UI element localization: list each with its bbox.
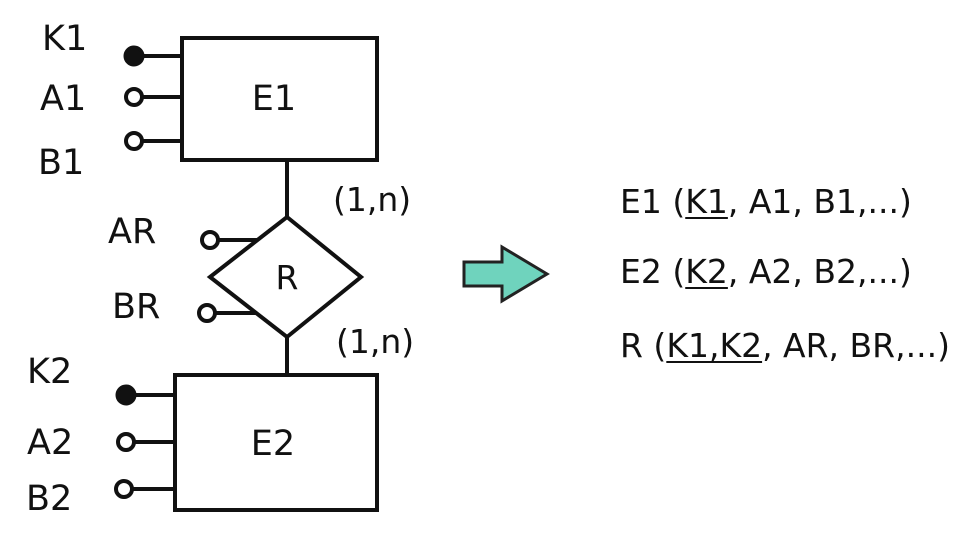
relation-e2-key: K2 — [685, 252, 728, 291]
attribute-b2-marker — [114, 479, 134, 499]
cardinality-e2: (1,n) — [336, 322, 414, 361]
relation-e2-rest: , A2, B2,...) — [727, 252, 912, 291]
entity-e2-label: E2 — [251, 424, 295, 464]
relationship-r-label: R — [276, 258, 299, 297]
relation-e2: E2 (K2, A2, B2,...) — [620, 255, 912, 288]
entity-e1-label: E1 — [252, 79, 296, 119]
relation-r-name: R — [620, 326, 643, 365]
relation-e2-open: ( — [661, 252, 686, 291]
relation-r-key: K1,K2 — [666, 326, 763, 365]
attribute-ar-marker — [200, 230, 220, 250]
relation-e1: E1 (K1, A1, B1,...) — [620, 185, 912, 218]
relation-e1-name: E1 — [620, 182, 662, 221]
relation-r-open: ( — [642, 326, 667, 365]
attr-b1-label: B1 — [38, 143, 84, 183]
attr-b2-label: B2 — [26, 479, 72, 519]
attribute-a1-marker — [124, 87, 144, 107]
relation-r-rest: , AR, BR,...) — [762, 326, 950, 365]
attr-ar-label: AR — [108, 212, 156, 252]
relation-e1-key: K1 — [685, 182, 728, 221]
attr-a1-label: A1 — [40, 79, 86, 119]
key-attribute-k2-marker — [115, 384, 137, 406]
relation-e2-name: E2 — [620, 252, 662, 291]
attr-k2-label: K2 — [27, 352, 72, 392]
attribute-b1-marker — [124, 131, 144, 151]
attr-k1-label: K1 — [42, 19, 87, 59]
relation-e1-open: ( — [661, 182, 686, 221]
cardinality-e1: (1,n) — [333, 180, 411, 219]
attribute-a2-marker — [116, 432, 136, 452]
relation-e1-rest: , A1, B1,...) — [727, 182, 912, 221]
attr-br-label: BR — [112, 287, 160, 327]
relation-r: R (K1,K2, AR, BR,...) — [620, 329, 950, 362]
key-attribute-k1-marker — [123, 45, 145, 67]
attr-a2-label: A2 — [27, 423, 73, 463]
transform-arrow-icon — [462, 244, 550, 304]
attribute-br-marker — [197, 303, 217, 323]
